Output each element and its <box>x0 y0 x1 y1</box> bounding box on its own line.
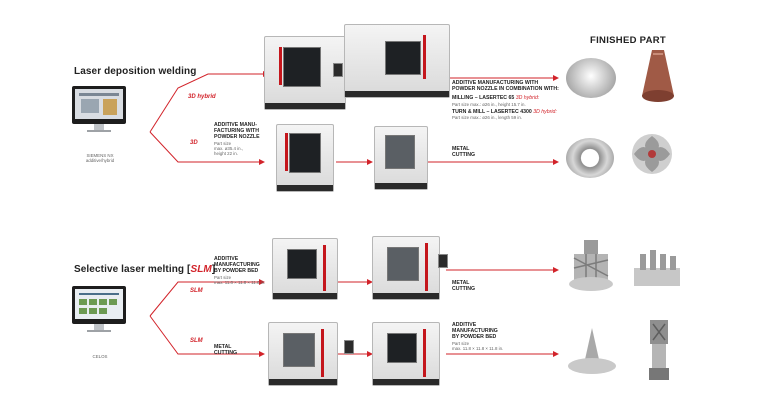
monitor-base <box>87 330 111 332</box>
slm-bottom-spec-line2: max. 11.8 × 11.8 × 11.8 in. <box>452 345 504 351</box>
siemens-nx-label: SIEMENS NX additive/hybrid <box>80 153 120 163</box>
siemens-nx-monitor <box>72 86 126 132</box>
control-panel <box>438 254 448 268</box>
lasertec-slm-machine-bottom <box>372 322 440 386</box>
ldw-branch-3d-line <box>149 131 265 165</box>
nozzle-description: ADDITIVE MANU- FACTURING WITH POWDER NOZ… <box>214 122 270 156</box>
ldw-metal-cutting-label: METAL CUTTING <box>452 146 475 158</box>
nozzle-spec-line2: max. ø35.4 in., <box>214 145 244 151</box>
control-panel <box>344 340 354 354</box>
slm-bottom-label-line2: MANUFACTURING <box>452 328 498 335</box>
part-lattice-slm-top <box>566 238 616 294</box>
combo-turn: TURN & MILL – LASERTEC 4300 <box>452 108 532 115</box>
combo-turn-tag: 3D hybrid: <box>533 108 557 115</box>
slm-top-description: ADDITIVE MANUFACTURING BY POWDER BED Par… <box>214 256 272 285</box>
lasertec-65-machine <box>264 36 346 110</box>
combo-title-line1: ADDITIVE MANUFACTURING WITH <box>452 80 539 86</box>
monitor-stand <box>94 124 104 130</box>
slm-top-metal-cutting-label: METAL CUTTING <box>452 280 475 292</box>
part-flange-hybrid <box>566 58 616 98</box>
slm-title-accent: SLM <box>190 264 212 275</box>
celos-monitor <box>72 286 126 332</box>
slm-title-suffix: ] <box>211 264 216 275</box>
slm-bottom-label-line1: ADDITIVE <box>452 322 477 328</box>
ldw-branch-3d-tag: 3D <box>190 140 198 146</box>
slm-top-label-line1: ADDITIVE <box>214 256 239 262</box>
lasertec-slm-machine-top <box>272 238 338 300</box>
slm-bottom-description: ADDITIVE MANUFACTURING BY POWDER BED Par… <box>452 322 516 351</box>
part-impeller-3d <box>630 132 674 176</box>
monitor-screen <box>75 89 123 119</box>
slm-branch-bottom-line <box>149 315 265 357</box>
part-plate-slm-top <box>632 246 682 288</box>
software-subtitle: additive/hybrid <box>85 158 115 164</box>
slm-title-prefix: Selective laser melting [ <box>74 264 191 275</box>
slm-top-mc-line2: CUTTING <box>452 286 476 293</box>
ldw-mc-line2: CUTTING <box>452 152 476 159</box>
monitor-screen <box>75 289 123 319</box>
slm-top-mc-line1: METAL <box>452 280 470 286</box>
ldw-branch-hybrid-line <box>149 71 269 133</box>
slm-branch-top-tag: SLM <box>190 288 203 294</box>
combo-milling: MILLING – LASERTEC 65 <box>452 95 515 102</box>
nozzle-label-line2: FACTURING WITH <box>214 128 259 135</box>
slm-section-title: Selective laser melting [SLM] <box>74 264 215 275</box>
lasertec-4300-machine <box>344 24 450 98</box>
nozzle-spec-line1: Part size <box>214 140 232 146</box>
nozzle-label-line1: ADDITIVE MANU- <box>214 122 257 128</box>
combo-title-line2: POWDER NOZZLE IN COMBINATION WITH: <box>452 86 559 93</box>
slm-bottom-metal-cutting-label: METAL CUTTING <box>214 344 237 356</box>
slm-bottom-mc-line1: METAL <box>214 344 232 350</box>
combo-description: ADDITIVE MANUFACTURING WITH POWDER NOZZL… <box>452 80 562 120</box>
monitor-base <box>87 130 111 132</box>
slm-top-spec-line2: max. 11.8 × 11.8 × 11.8 in. <box>214 279 266 285</box>
slm-bottom-metal-cutting-machine <box>268 322 338 386</box>
combo-milling-spec: Part size max.: ø26 in., height 15.7 in. <box>452 101 526 107</box>
nozzle-label-line3: POWDER NOZZLE <box>214 134 260 141</box>
software-name: SIEMENS NX <box>86 153 114 158</box>
ldw-mc-line1: METAL <box>452 146 470 152</box>
celos-label: CELOS <box>92 354 108 359</box>
part-tool-slm-bottom <box>644 318 674 384</box>
part-ring-3d <box>566 138 614 178</box>
ldw-section-title: Laser deposition welding <box>74 66 197 77</box>
combo-turn-spec: Part size max.: ø26 in., length 59 in. <box>452 115 523 121</box>
control-panel <box>333 63 343 77</box>
part-cone-hybrid <box>638 48 678 104</box>
slm-top-label-line2: MANUFACTURING <box>214 262 260 269</box>
finished-part-heading: FINISHED PART <box>590 35 667 46</box>
slm-bottom-spec-line1: Part size <box>452 340 470 346</box>
lasertec-3d-machine <box>276 124 334 192</box>
slm-branch-top-line <box>149 279 265 317</box>
slm-top-label-line3: BY POWDER BED <box>214 268 259 275</box>
combo-milling-tag: 3D hybrid: <box>515 95 540 102</box>
ldw-branch-hybrid-tag: 3D hybrid <box>188 94 216 100</box>
slm-bottom-mc-line2: CUTTING <box>214 350 238 357</box>
slm-branch-bottom-tag: SLM <box>190 338 203 344</box>
slm-top-spec-line1: Part size <box>214 274 232 280</box>
monitor-stand <box>94 324 104 330</box>
nozzle-spec-line3: height 22 in. <box>214 151 238 157</box>
part-spike-slm-bottom <box>566 326 618 376</box>
slm-bottom-label-line3: BY POWDER BED <box>452 334 497 341</box>
ldw-metal-cutting-machine <box>374 126 428 190</box>
slm-top-metal-cutting-machine <box>372 236 440 300</box>
